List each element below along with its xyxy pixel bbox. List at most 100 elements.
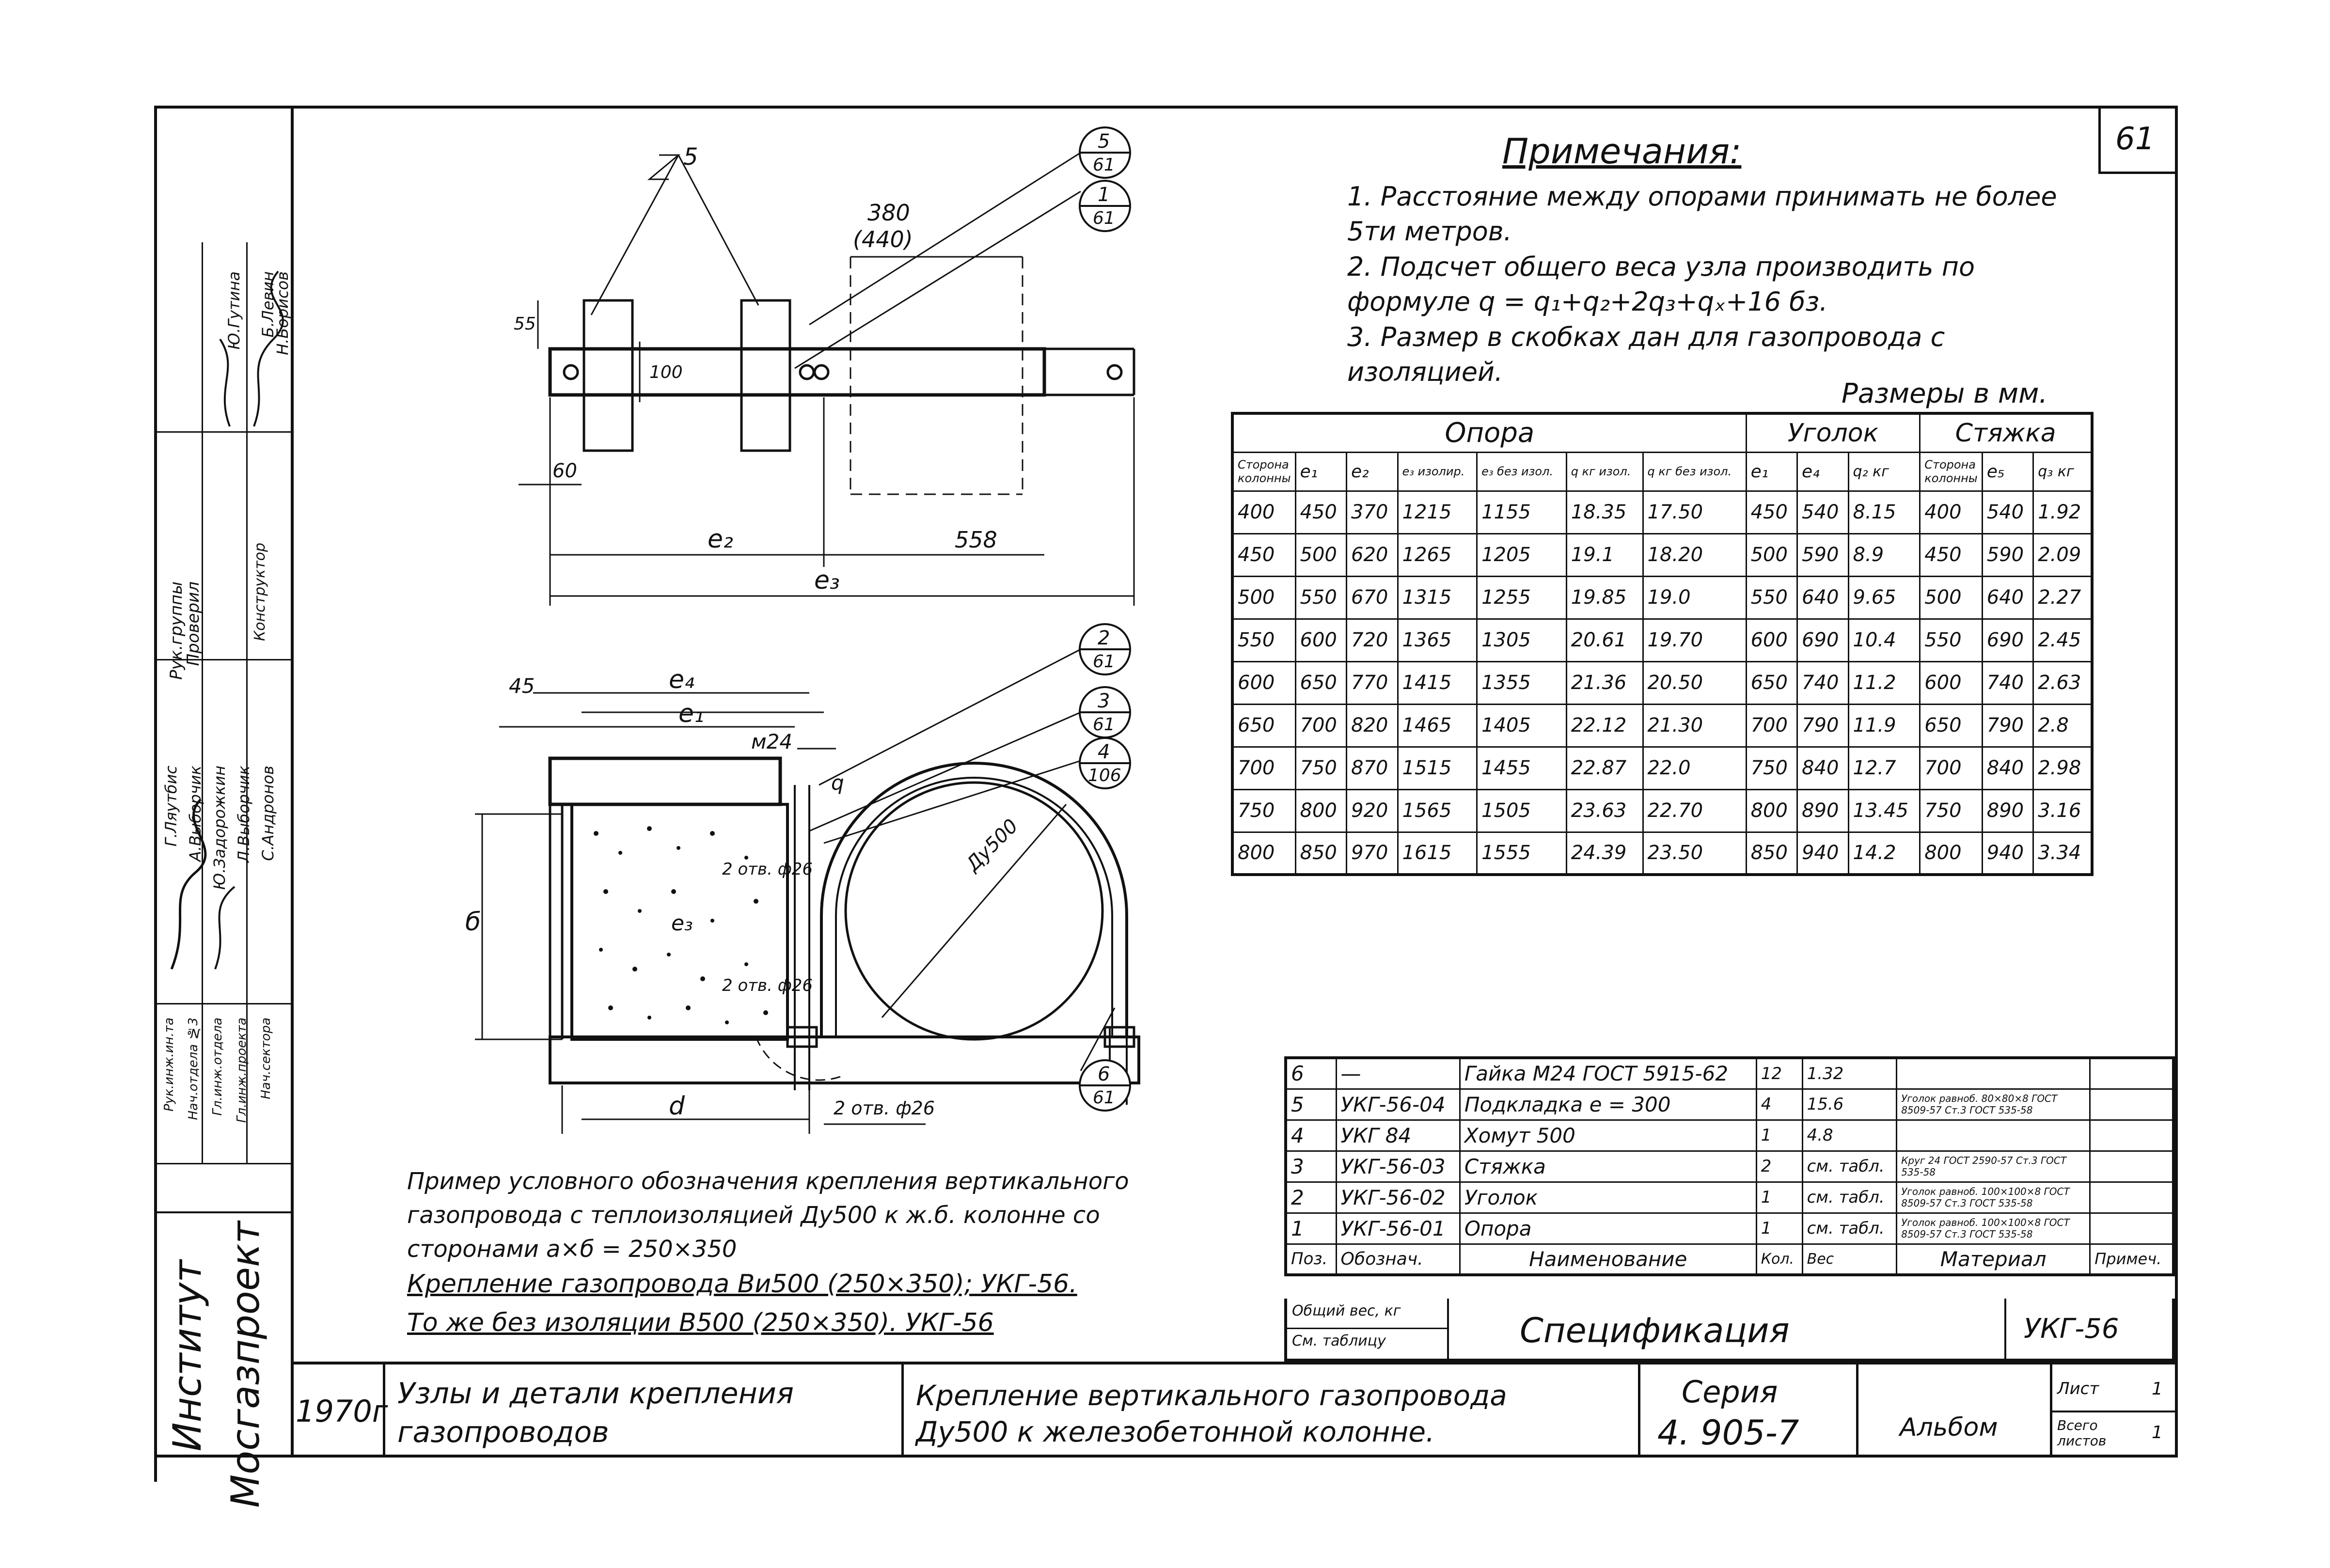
- dims-cell: 1265: [1397, 533, 1478, 577]
- callout-5-bottom: 106: [1088, 766, 1121, 785]
- dims-cell: 21.36: [1565, 660, 1644, 705]
- dims-cell: 800: [1294, 788, 1348, 833]
- spec-weight: см. табл.: [1801, 1212, 1898, 1245]
- dims-cell: 800: [1745, 788, 1798, 833]
- dims-cell: 750: [1745, 746, 1798, 790]
- callout-4-bottom: 61: [1093, 715, 1115, 735]
- spec-qty: 1: [1755, 1119, 1803, 1152]
- dims-cell: 9.65: [1847, 575, 1921, 620]
- series-label: Серия: [1682, 1374, 1778, 1410]
- dims-cell: 840: [1981, 746, 2034, 790]
- dims-cell: 21.30: [1642, 703, 1747, 748]
- dims-cell: 750: [1294, 746, 1348, 790]
- spec-name: Стяжка: [1459, 1150, 1757, 1183]
- dims-cell: 8.15: [1847, 490, 1921, 534]
- clamp-outer: [820, 762, 1128, 1037]
- sheet-label: Лист: [2057, 1379, 2099, 1398]
- dims-cell: 670: [1346, 575, 1399, 620]
- pipe-circle: [844, 781, 1104, 1041]
- spec-h-pos: Поз.: [1285, 1243, 1337, 1276]
- dims-cell: 600: [1231, 660, 1296, 705]
- label-e3-elev: е₃: [671, 911, 693, 936]
- dims-cell: 740: [1981, 660, 2034, 705]
- dims-cell: 2.63: [2032, 660, 2093, 705]
- callout-4-top: 3: [1098, 690, 1110, 712]
- label-d: d: [669, 1092, 685, 1121]
- th-10: Сторона колонны: [1919, 451, 1983, 492]
- dims-cell: 17.50: [1642, 490, 1747, 534]
- spec-qty: 1: [1755, 1181, 1803, 1214]
- dims-cell: 1155: [1476, 490, 1567, 534]
- dims-header-row: Сторона колонны е₁ е₂ е₃ изолир. е₃ без …: [1231, 451, 2093, 492]
- sheet-border-right: [2175, 106, 2178, 1458]
- spec-note: [2089, 1088, 2174, 1121]
- dims-cell: 640: [1796, 575, 1849, 620]
- dims-cell: 750: [1919, 788, 1983, 833]
- spec-code: —: [1335, 1057, 1461, 1090]
- group-angle: Уголок: [1745, 412, 1921, 453]
- example-line-3: сторонами а×б = 250×350: [407, 1236, 737, 1263]
- spec-weight: 15.6: [1801, 1088, 1898, 1121]
- series-value: 4. 905-7: [1657, 1413, 1799, 1453]
- spec-qty: 12: [1755, 1057, 1803, 1090]
- label-e2: е₂: [708, 525, 733, 554]
- spec-material: Уголок равноб. 80×80×8 ГОСТ 8509-57 Ст.3…: [1896, 1088, 2091, 1121]
- th-11: е₅: [1981, 451, 2034, 492]
- label-55: 55: [514, 314, 536, 334]
- dims-cell: 550: [1919, 618, 1983, 662]
- dims-cell: 640: [1981, 575, 2034, 620]
- spec-material: Уголок равноб. 100×100×8 ГОСТ 8509-57 Ст…: [1896, 1212, 2091, 1245]
- label-holes-3: 2 отв. ф26: [834, 1098, 935, 1119]
- spec-total-value: См. таблицу: [1292, 1333, 1386, 1349]
- label-45: 45: [509, 674, 535, 698]
- dims-cell: 22.87: [1565, 746, 1644, 790]
- label-e1: е₁: [678, 699, 704, 728]
- note-1: 1. Расстояние между опорами принимать не…: [1347, 181, 2057, 247]
- dims-cell: 2.98: [2032, 746, 2093, 790]
- drawing-title-2: Ду500 к железобетонной колонне.: [916, 1415, 1435, 1448]
- dims-cell: 22.0: [1642, 746, 1747, 790]
- dims-cell: 600: [1919, 660, 1983, 705]
- spec-material: [1896, 1057, 2091, 1090]
- spec-pos: 6: [1285, 1057, 1337, 1090]
- bolt-4: [1106, 364, 1123, 380]
- dims-cell: 550: [1231, 618, 1296, 662]
- dims-cell: 620: [1346, 533, 1399, 577]
- spec-note: [2089, 1212, 2174, 1245]
- dims-cell: 650: [1294, 660, 1348, 705]
- dims-cell: 740: [1796, 660, 1849, 705]
- spec-h-code: Обознач.: [1335, 1243, 1461, 1276]
- dims-cell: 24.39: [1565, 831, 1644, 876]
- spec-weight: 1.32: [1801, 1057, 1898, 1090]
- tie-plan-left: [582, 299, 634, 452]
- angle-bar-plan: [548, 347, 1046, 397]
- clamp-inner: [835, 777, 1113, 1037]
- dims-cell: 370: [1346, 490, 1399, 534]
- spec-pos: 2: [1285, 1181, 1337, 1214]
- callout-3-top: 2: [1098, 627, 1110, 649]
- dims-cell: 650: [1919, 703, 1983, 748]
- bolt-1: [563, 364, 579, 380]
- dims-cell: 1455: [1476, 746, 1567, 790]
- spec-qty: 2: [1755, 1150, 1803, 1183]
- example-designation-2: То же без изоляции В500 (250×350). УКГ-5…: [407, 1308, 994, 1337]
- spec-code: УКГ-56-01: [1335, 1212, 1461, 1245]
- dims-cell: 650: [1745, 660, 1798, 705]
- dims-cell: 1415: [1397, 660, 1478, 705]
- dims-cell: 1405: [1476, 703, 1567, 748]
- dims-cell: 1465: [1397, 703, 1478, 748]
- spec-material: [1896, 1119, 2091, 1152]
- callout-3-bottom: 61: [1093, 652, 1115, 672]
- dims-cell: 2.45: [2032, 618, 2093, 662]
- dims-cell: 18.20: [1642, 533, 1747, 577]
- bolt-2: [799, 364, 815, 380]
- dims-cell: 2.09: [2032, 533, 2093, 577]
- dims-cell: 1315: [1397, 575, 1478, 620]
- spec-material: Уголок равноб. 100×100×8 ГОСТ 8509-57 Ст…: [1896, 1181, 2091, 1214]
- spec-weight: см. табл.: [1801, 1181, 1898, 1214]
- dims-cell: 20.50: [1642, 660, 1747, 705]
- label-e3: е₃: [814, 566, 840, 595]
